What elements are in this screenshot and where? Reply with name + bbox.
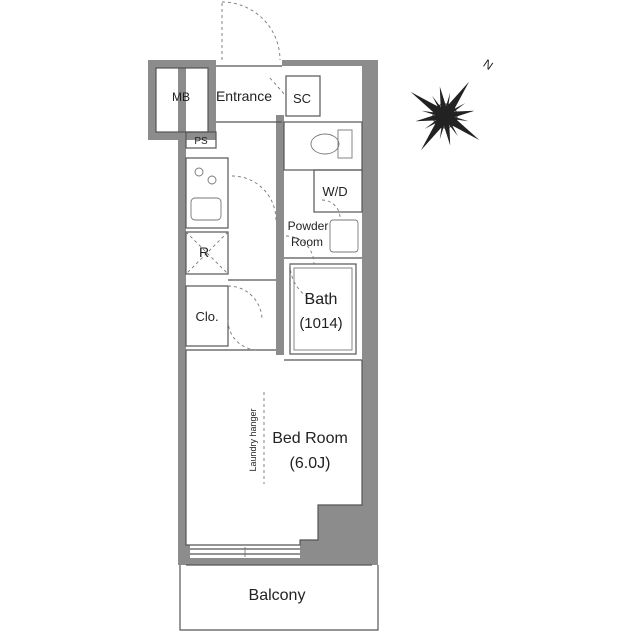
label-balcony: Balcony xyxy=(249,587,306,604)
label-bath-size: (1014) xyxy=(299,315,342,332)
label-laundry-hanger: Laundry hanger xyxy=(248,408,258,471)
label-bedroom: Bed Room xyxy=(272,430,348,447)
room-labels: MB Entrance SC PS W/D Powder Room R Bath… xyxy=(172,88,348,604)
label-closet: Clo. xyxy=(195,309,218,324)
label-refrigerator: R xyxy=(199,244,209,260)
label-wd: W/D xyxy=(322,184,347,199)
label-entrance: Entrance xyxy=(216,88,272,104)
label-mb: MB xyxy=(172,90,190,104)
compass-rose-icon xyxy=(410,81,480,151)
label-sc: SC xyxy=(293,91,311,106)
label-bedroom-size: (6.0J) xyxy=(290,455,331,472)
label-ps: PS xyxy=(194,136,208,147)
compass-north-label: N xyxy=(481,57,496,73)
label-powder-line1: Powder xyxy=(288,219,329,233)
door-swings xyxy=(221,1,341,351)
wall-structure xyxy=(148,60,378,565)
label-powder-line2: Room xyxy=(291,235,323,249)
interior-lines xyxy=(155,65,379,631)
label-bath: Bath xyxy=(305,291,338,308)
